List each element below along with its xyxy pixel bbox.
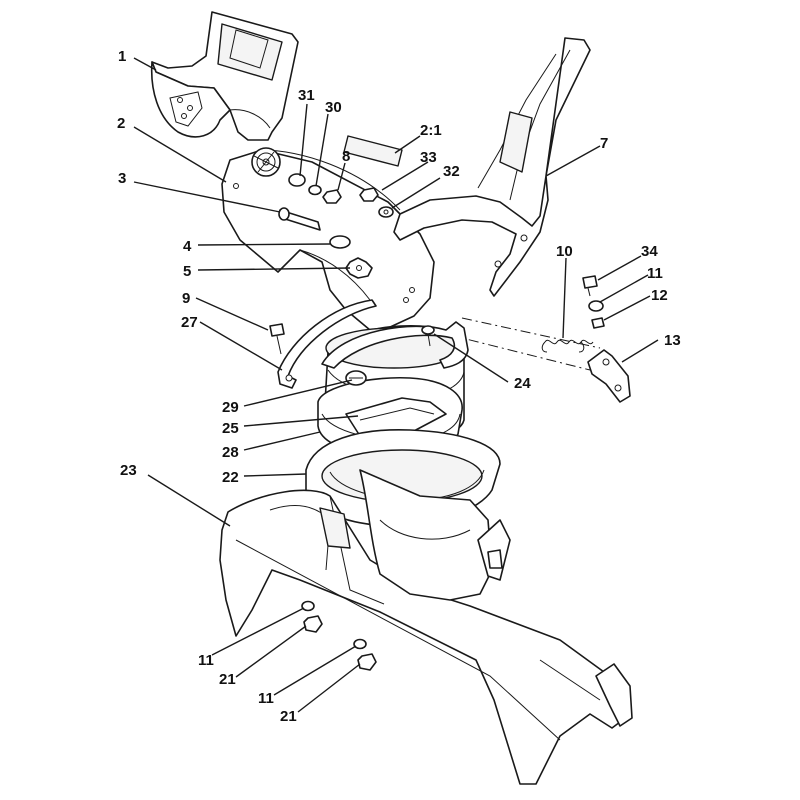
callout-4: 4 (183, 238, 192, 255)
bolt-24-hardware (421, 325, 435, 347)
bottom-hardware (301, 600, 377, 671)
callout-labels: 1 31 30 2 8 2:1 33 32 7 3 4 5 10 34 11 1… (117, 48, 681, 725)
callout-24: 24 (514, 375, 531, 392)
callout-12: 12 (651, 287, 668, 304)
screw-29-hardware (345, 370, 367, 386)
callout-10: 10 (556, 243, 573, 260)
chute-gear-icon (251, 147, 281, 177)
callout-32: 32 (443, 163, 460, 180)
ratio-arrow (343, 135, 421, 167)
callout-5: 5 (183, 263, 191, 280)
latch-bracket-part (587, 349, 631, 403)
callout-22: 22 (222, 469, 239, 486)
callout-21-b: 21 (280, 708, 297, 725)
callout-11-lower-b: 11 (258, 690, 274, 707)
auger-housing-part (219, 469, 633, 785)
chute-deflector-part (150, 11, 299, 141)
chute-hardware (278, 173, 373, 279)
callout-2-1-ratio: 2:1 (420, 122, 442, 139)
callout-21-a: 21 (219, 671, 236, 688)
callout-29: 29 (222, 399, 239, 416)
chute-body-part (221, 149, 435, 331)
callout-27: 27 (181, 314, 198, 331)
washer-nut-hardware (359, 187, 394, 218)
callout-2: 2 (117, 115, 125, 132)
callout-1: 1 (118, 48, 126, 65)
bolt-9-hardware (269, 323, 285, 355)
callout-23: 23 (120, 462, 137, 479)
callout-33: 33 (420, 149, 437, 166)
assembly-axis-line (461, 317, 601, 349)
callout-34: 34 (641, 243, 658, 260)
callout-9: 9 (182, 290, 190, 307)
callout-13: 13 (664, 332, 681, 349)
clamp-ring-part (277, 299, 377, 389)
leader-lines (133, 57, 659, 713)
callout-8: 8 (342, 148, 350, 165)
callout-30: 30 (325, 99, 342, 116)
callout-3: 3 (118, 170, 126, 187)
bolt-34-hardware (582, 275, 605, 329)
callout-31: 31 (298, 87, 315, 104)
callout-7: 7 (600, 135, 608, 152)
callout-11-lower-a: 11 (198, 652, 214, 669)
callout-25: 25 (222, 420, 239, 437)
callout-11-upper: 11 (647, 265, 663, 282)
callout-28: 28 (222, 444, 239, 461)
control-bracket-part (393, 37, 591, 297)
spring-part (541, 339, 594, 353)
